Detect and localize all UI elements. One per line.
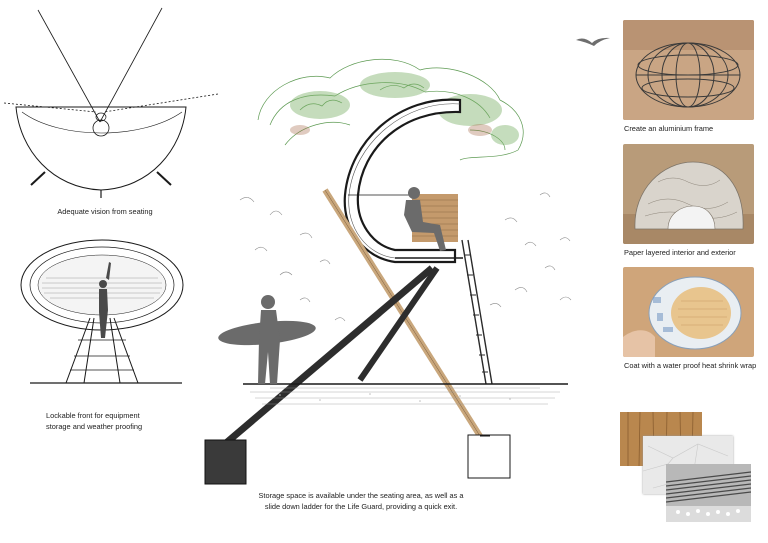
foliage — [257, 59, 524, 161]
anchor-block-left — [204, 439, 247, 485]
lifeguard-silhouette — [99, 262, 111, 338]
caption-lockable: Lockable front for equipment storage and… — [46, 411, 143, 431]
seagull-icon — [576, 37, 610, 46]
anchor-block-right — [467, 434, 511, 479]
photo-paper-layered — [623, 144, 754, 244]
caption-coat: Coat with a water proof heat shrink wrap — [624, 361, 757, 370]
caption-storage-line-1: Storage space is available under the sea… — [258, 491, 464, 500]
photo-shrink-wrap — [623, 267, 754, 357]
caption-storage: Storage space is available under the sea… — [236, 491, 486, 512]
seated-figure-silhouette — [404, 187, 446, 251]
swatch-aluminium-rods — [666, 464, 751, 522]
photo-aluminium-frame — [623, 20, 754, 120]
surfer-silhouette — [218, 295, 316, 384]
caption-paper: Paper layered interior and exterior — [624, 248, 736, 257]
caption-frame: Create an aluminium frame — [624, 124, 714, 133]
caption-storage-line-2: slide down ladder for the Life Guard, pr… — [264, 501, 458, 511]
caption-vision: Adequate vision from seating — [57, 207, 153, 216]
